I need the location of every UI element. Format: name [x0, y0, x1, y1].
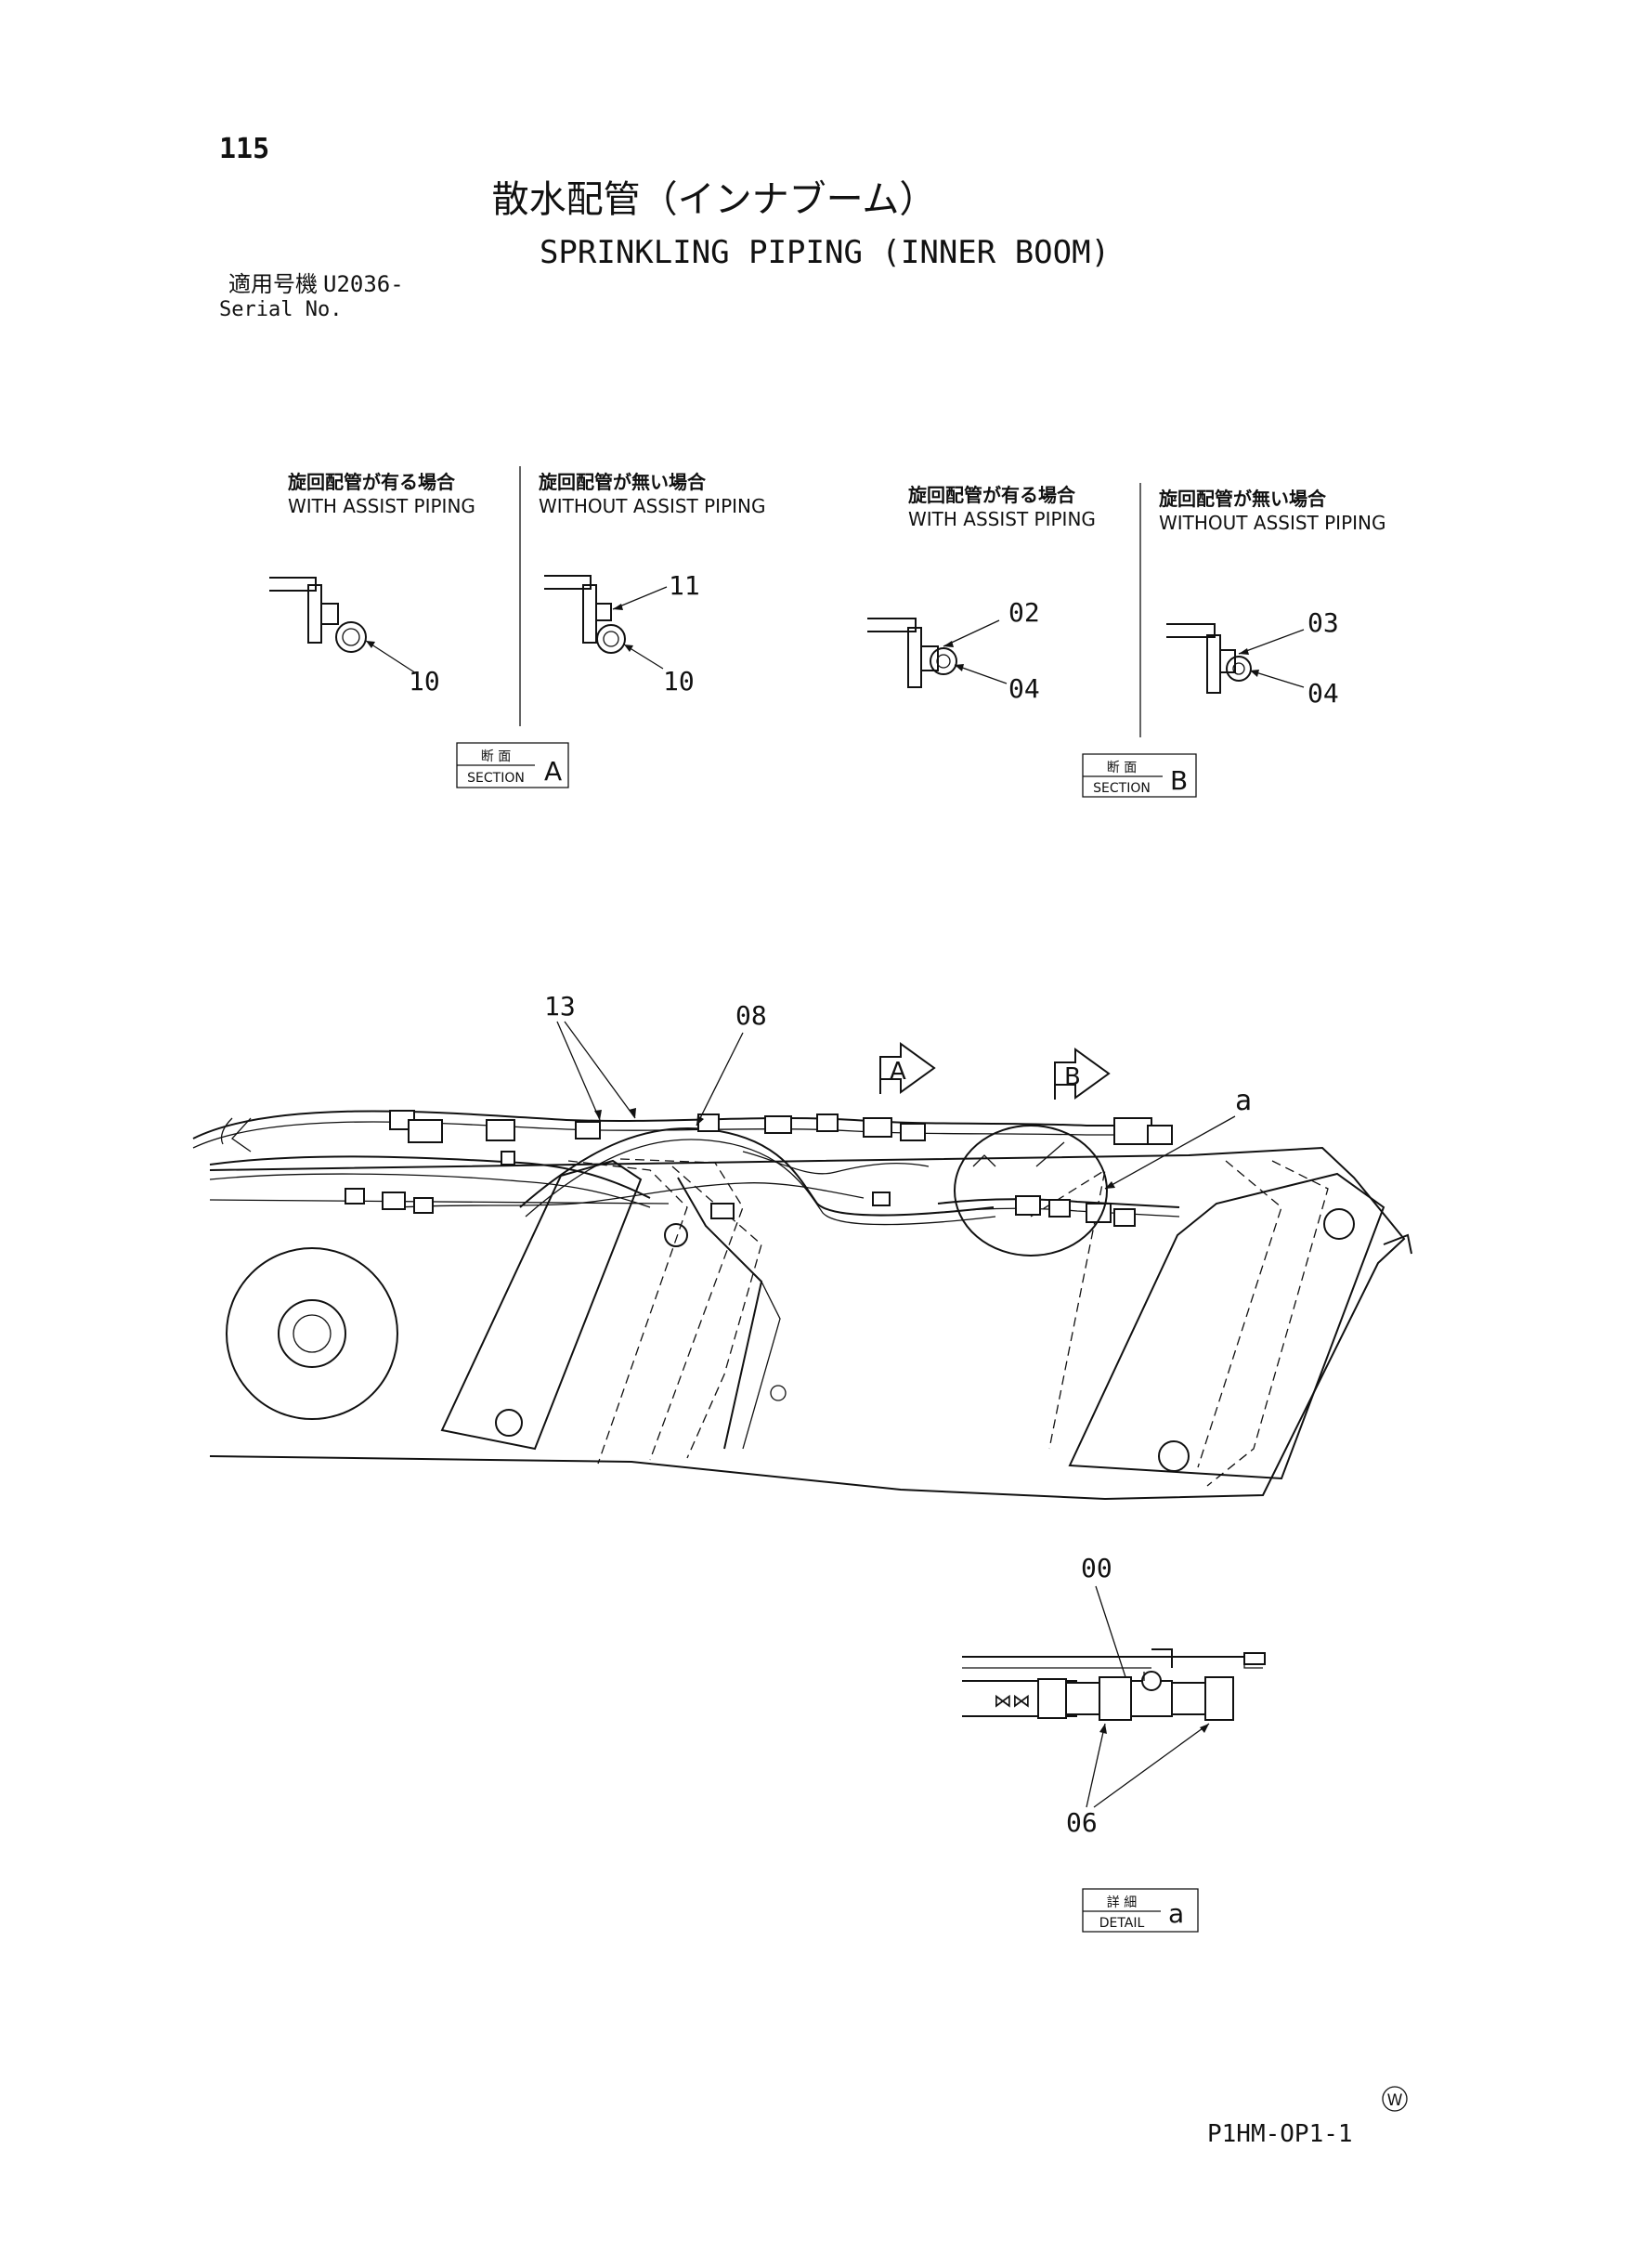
detail-a-circle: [954, 1125, 1108, 1257]
view-arrow-a-label: A: [890, 1058, 906, 1086]
section-a-badge: 断 面 SECTION A: [456, 742, 569, 788]
section-b-badge-en: SECTION: [1093, 781, 1151, 796]
section-b-without-assist-en: WITHOUT ASSIST PIPING: [1159, 512, 1386, 534]
section-b-left-fixture: 02 04: [867, 597, 1040, 704]
section-b-badge: 断 面 SECTION B: [1082, 753, 1197, 798]
section-b-with-assist-en: WITH ASSIST PIPING: [908, 508, 1096, 530]
section-b-with-assist-jp: 旋回配管が有る場合: [907, 484, 1076, 506]
view-arrow-b: B: [1054, 1048, 1111, 1100]
callout-13: 13: [544, 991, 576, 1022]
sprinkling-pipe-08: [519, 1127, 995, 1217]
w-mark-icon: [1382, 2086, 1408, 2112]
title-english: SPRINKLING PIPING (INNER BOOM): [540, 234, 1110, 271]
title-japanese: 散水配管（インナブーム）: [492, 178, 937, 221]
left-link-plate: [440, 1159, 643, 1451]
serial-label-japanese: 適用号機: [228, 271, 318, 297]
detail-a-badge-en: DETAIL: [1099, 1916, 1145, 1931]
inner-boom-main-view: 13 08 a A B: [192, 991, 1412, 1501]
section-a-without-assist-jp: 旋回配管が無い場合: [538, 471, 707, 493]
section-b-badge-jp: 断 面: [1107, 761, 1137, 775]
view-arrow-a: A: [879, 1042, 936, 1094]
boom-foot-pivot: [226, 1247, 398, 1420]
section-a-without-assist-en: WITHOUT ASSIST PIPING: [539, 495, 766, 517]
callout-11: 11: [669, 570, 700, 601]
callout-04-left: 04: [1008, 673, 1040, 704]
callout-02: 02: [1008, 597, 1040, 628]
drawing-code: P1HM-OP1-1: [1207, 2120, 1353, 2148]
detail-a-view: 00 ⋈⋈ 06 詳 細 DETAIL a: [962, 1553, 1266, 1933]
hose-cross-mark: ⋈⋈: [994, 1689, 1031, 1712]
view-arrow-b-label: B: [1064, 1063, 1081, 1091]
detail-a-badge-jp: 詳 細: [1107, 1895, 1137, 1910]
serial-label-english: Serial No.: [219, 298, 342, 321]
section-b-badge-letter: B: [1170, 765, 1188, 796]
callout-06: 06: [1066, 1807, 1098, 1838]
callout-a: a: [1235, 1085, 1252, 1117]
callout-08: 08: [735, 1000, 767, 1031]
hose-run-top: [192, 1110, 1170, 1140]
section-a-right-fixture: 11 10: [544, 570, 700, 697]
right-link-plate: [1068, 1172, 1385, 1480]
detail-a-badge-letter: a: [1168, 1898, 1184, 1929]
section-a-badge-jp: 断 面: [481, 749, 511, 764]
callout-00: 00: [1081, 1553, 1112, 1583]
section-a-badge-letter: A: [544, 756, 562, 787]
section-b-right-fixture: 03 04: [1166, 607, 1339, 709]
page-number: 115: [219, 133, 269, 165]
boom-outline: [209, 1146, 1406, 1501]
section-b-without-assist-jp: 旋回配管が無い場合: [1158, 488, 1327, 510]
w-mark-letter: W: [1387, 2091, 1403, 2110]
section-b-view: 旋回配管が有る場合 WITH ASSIST PIPING 旋回配管が無い場合 W…: [867, 483, 1386, 798]
callout-04-right: 04: [1307, 678, 1339, 709]
section-a-badge-en: SECTION: [467, 771, 525, 786]
serial-value: U2036-: [323, 271, 404, 297]
section-a-left-fixture: 10: [269, 577, 440, 697]
callout-10-left: 10: [409, 666, 440, 697]
section-a-view: 旋回配管が有る場合 WITH ASSIST PIPING 旋回配管が無い場合 W…: [269, 466, 766, 788]
section-a-with-assist-en: WITH ASSIST PIPING: [288, 495, 475, 517]
section-a-with-assist-jp: 旋回配管が有る場合: [287, 471, 456, 493]
detail-a-badge: 詳 細 DETAIL a: [1082, 1888, 1199, 1933]
callout-03: 03: [1307, 607, 1339, 638]
callout-10-right: 10: [663, 666, 695, 697]
